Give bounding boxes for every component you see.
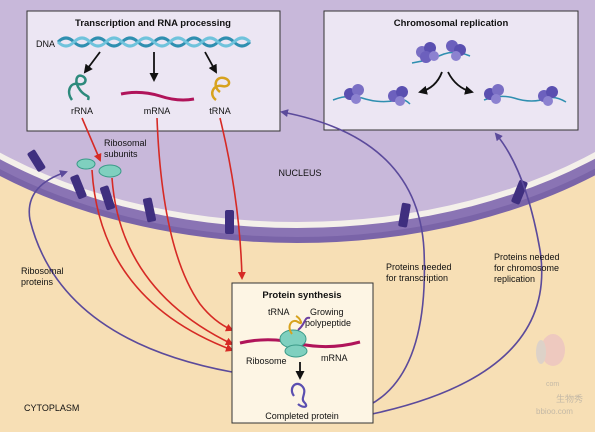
- trna-to-synthesis-arrow: [219, 117, 246, 280]
- dna-label: DNA: [36, 39, 55, 49]
- watermark-logo: com 生物秀 bbioo.com: [536, 334, 583, 416]
- nuclear-pore: [70, 174, 87, 200]
- proteins-replication-label-line1: Proteins needed: [494, 252, 560, 262]
- cytoplasm-label: CYTOPLASM: [24, 403, 79, 413]
- transcription-title: Transcription and RNA processing: [75, 18, 231, 29]
- completed-protein-molecule: [290, 382, 308, 408]
- ps-trna-label: tRNA: [268, 307, 290, 317]
- replication-arrow-right: [447, 71, 474, 95]
- nuclear-pore: [142, 197, 157, 223]
- subunit-to-synthesis-arrow-1: [91, 169, 234, 352]
- watermark-text-1: com: [546, 381, 559, 388]
- ps-trna-molecule: [288, 315, 303, 335]
- proteins-transcription-label-line1: Proteins needed: [386, 262, 452, 272]
- nuclear-pore: [225, 210, 234, 234]
- mrna-label: mRNA: [144, 106, 171, 116]
- mrna-molecule: [120, 90, 195, 102]
- rrna-molecule: [67, 74, 90, 101]
- watermark-text-2: 生物秀: [556, 393, 583, 404]
- growing-polypeptide-label-line2: polypeptide: [305, 318, 351, 328]
- transcription-proteins-arrow: [280, 109, 426, 413]
- outer-membrane: [0, 168, 595, 243]
- replication-arrow-left: [418, 71, 443, 95]
- chromosomal-box: [323, 10, 579, 131]
- ps-mrna-label: mRNA: [321, 353, 348, 363]
- chromosome-cluster: [411, 40, 471, 64]
- chromosomal-title: Chromosomal replication: [394, 18, 509, 29]
- transcribe-trna-arrow: [204, 51, 217, 74]
- ribosomal-subunit-small: [76, 158, 96, 170]
- ribosomal-proteins-label-line2: proteins: [21, 277, 54, 287]
- nuclear-pore: [100, 185, 115, 211]
- mrna-to-synthesis-arrow: [156, 117, 234, 332]
- nucleus-label: NUCLEUS: [278, 168, 321, 178]
- ribosomal-proteins-arrow: [28, 170, 233, 373]
- rrna-to-subunits-arrow: [81, 117, 102, 162]
- completed-protein-label: Completed protein: [265, 411, 339, 421]
- chromosome-cluster: [483, 84, 567, 106]
- growing-polypeptide-label-line1: Growing: [310, 307, 344, 317]
- replication-proteins-arrow: [351, 132, 543, 419]
- rrna-label: rRNA: [71, 106, 93, 116]
- trna-label: tRNA: [209, 106, 231, 116]
- nuclear-pore: [398, 202, 411, 228]
- dna-helix: [56, 36, 252, 48]
- growing-polypeptide: [297, 316, 311, 331]
- protein-synthesis-title: Protein synthesis: [262, 290, 341, 301]
- ribosome-label: Ribosome: [246, 356, 287, 366]
- ribosomal-subunits-label-line2: subunits: [104, 149, 138, 159]
- proteins-replication-label-line2: for chromosome: [494, 263, 559, 273]
- nuclear-pore: [27, 149, 46, 172]
- ribosomal-subunits-label-line1: Ribosomal: [104, 138, 147, 148]
- ribosomal-subunit-large: [98, 164, 122, 178]
- trna-molecule: [211, 76, 231, 101]
- watermark-text-3: bbioo.com: [536, 407, 573, 416]
- transcribe-rrna-arrow: [83, 51, 101, 74]
- ribosomal-proteins-label-line1: Ribosomal: [21, 266, 64, 276]
- proteins-replication-label-line3: replication: [494, 274, 535, 284]
- chromosome-cluster: [332, 84, 411, 106]
- subunit-to-synthesis-arrow-2: [111, 177, 234, 345]
- proteins-transcription-label-line2: for transcription: [386, 273, 448, 283]
- ribosome-small-subunit: [284, 344, 308, 358]
